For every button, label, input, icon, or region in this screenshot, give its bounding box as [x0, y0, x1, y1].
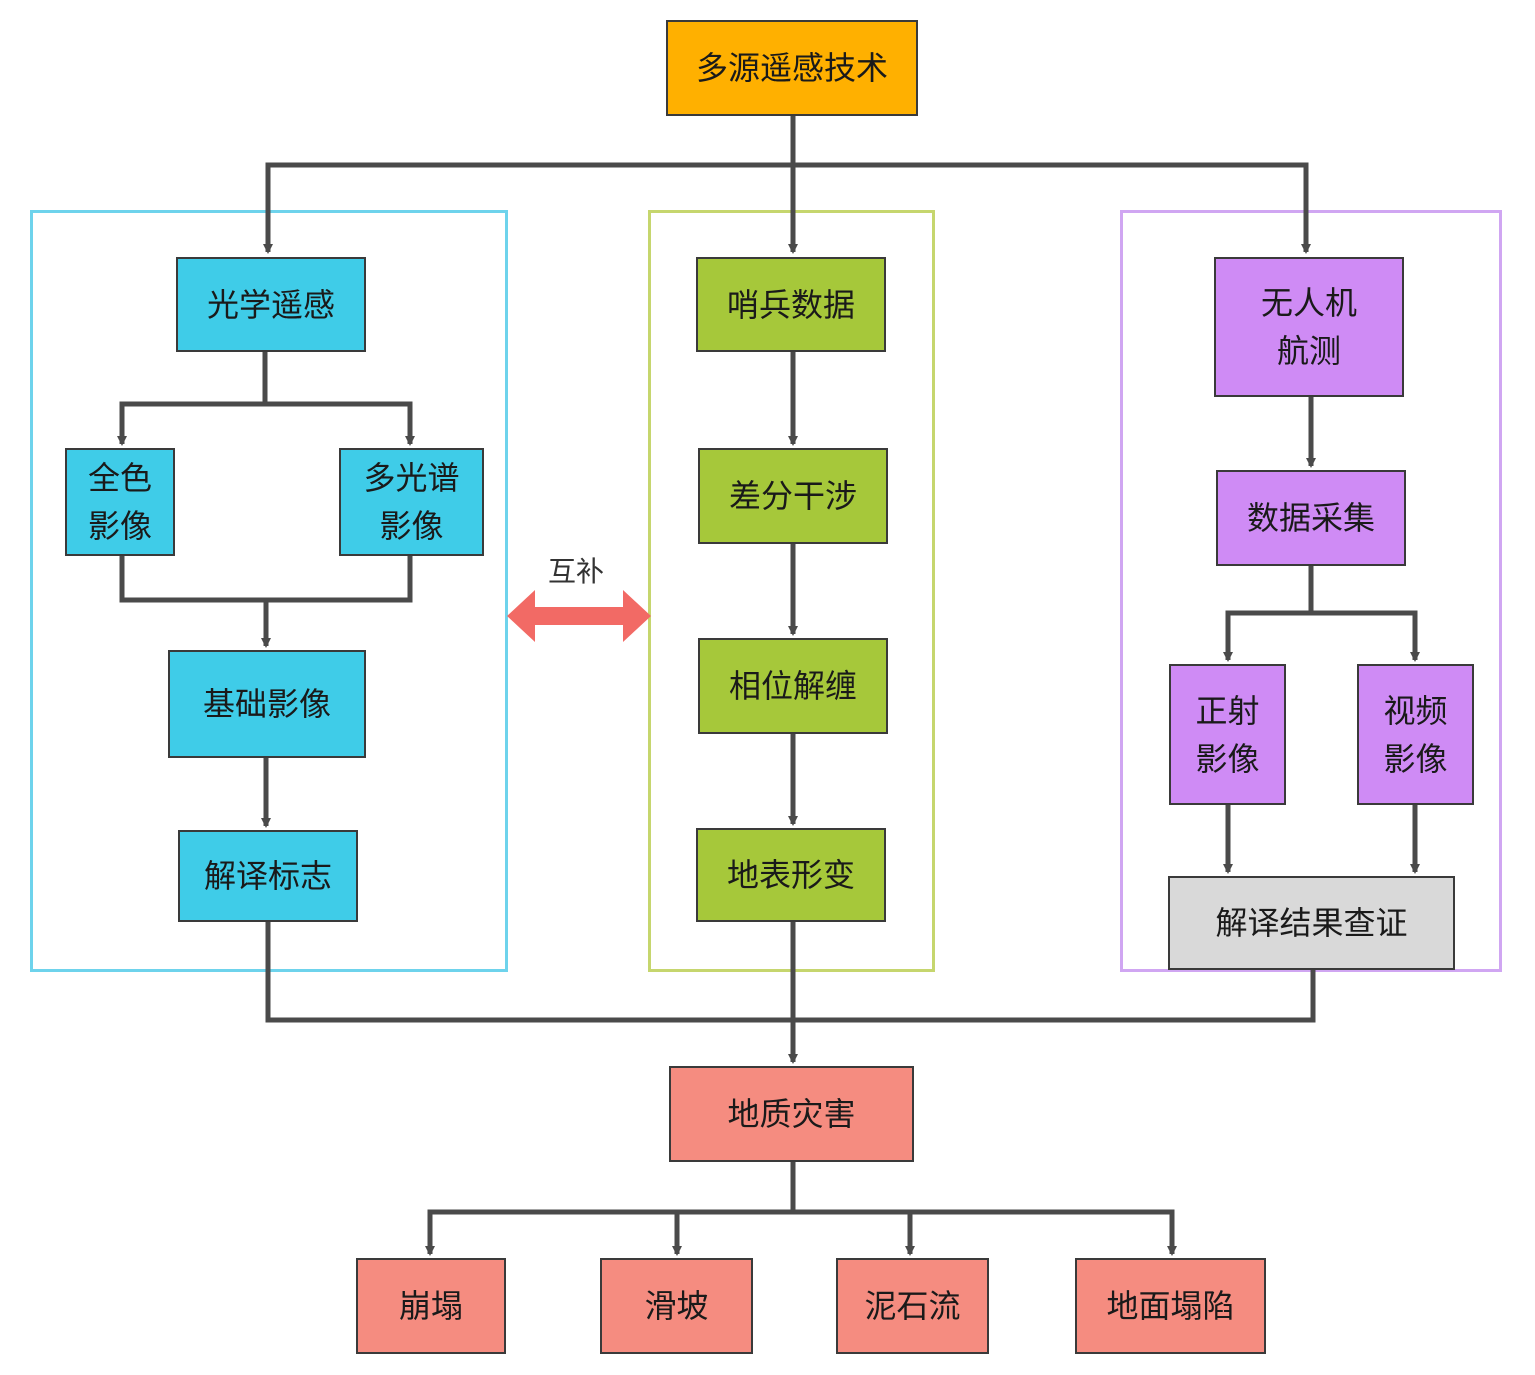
uav-node[interactable]: 无人机 航测 [1214, 257, 1404, 397]
sentinel-node[interactable]: 哨兵数据 [696, 257, 886, 352]
hazard-node[interactable]: 地质灾害 [669, 1066, 914, 1162]
complement-label: 互补 [548, 555, 605, 588]
optical-node[interactable]: 光学遥感 [176, 257, 366, 352]
landslide-node[interactable]: 滑坡 [600, 1258, 753, 1354]
interp-marks-node[interactable]: 解译标志 [178, 830, 358, 922]
base-image-node[interactable]: 基础影像 [168, 650, 366, 758]
diff-interf-node[interactable]: 差分干涉 [698, 448, 888, 544]
debris-flow-node[interactable]: 泥石流 [836, 1258, 989, 1354]
video-node[interactable]: 视频 影像 [1357, 664, 1474, 805]
multispectral-node[interactable]: 多光谱 影像 [339, 448, 484, 556]
ortho-node[interactable]: 正射 影像 [1169, 664, 1286, 805]
verify-node[interactable]: 解译结果查证 [1168, 876, 1455, 970]
surface-deform-node[interactable]: 地表形变 [696, 828, 886, 922]
data-collect-node[interactable]: 数据采集 [1216, 470, 1406, 566]
collapse-node[interactable]: 崩塌 [356, 1258, 506, 1354]
bidirectional-arrow [507, 590, 651, 642]
panchromatic-node[interactable]: 全色 影像 [65, 448, 175, 556]
phase-unwrap-node[interactable]: 相位解缠 [698, 638, 888, 734]
subsidence-node[interactable]: 地面塌陷 [1075, 1258, 1266, 1354]
root-node[interactable]: 多源遥感技术 [666, 20, 918, 116]
